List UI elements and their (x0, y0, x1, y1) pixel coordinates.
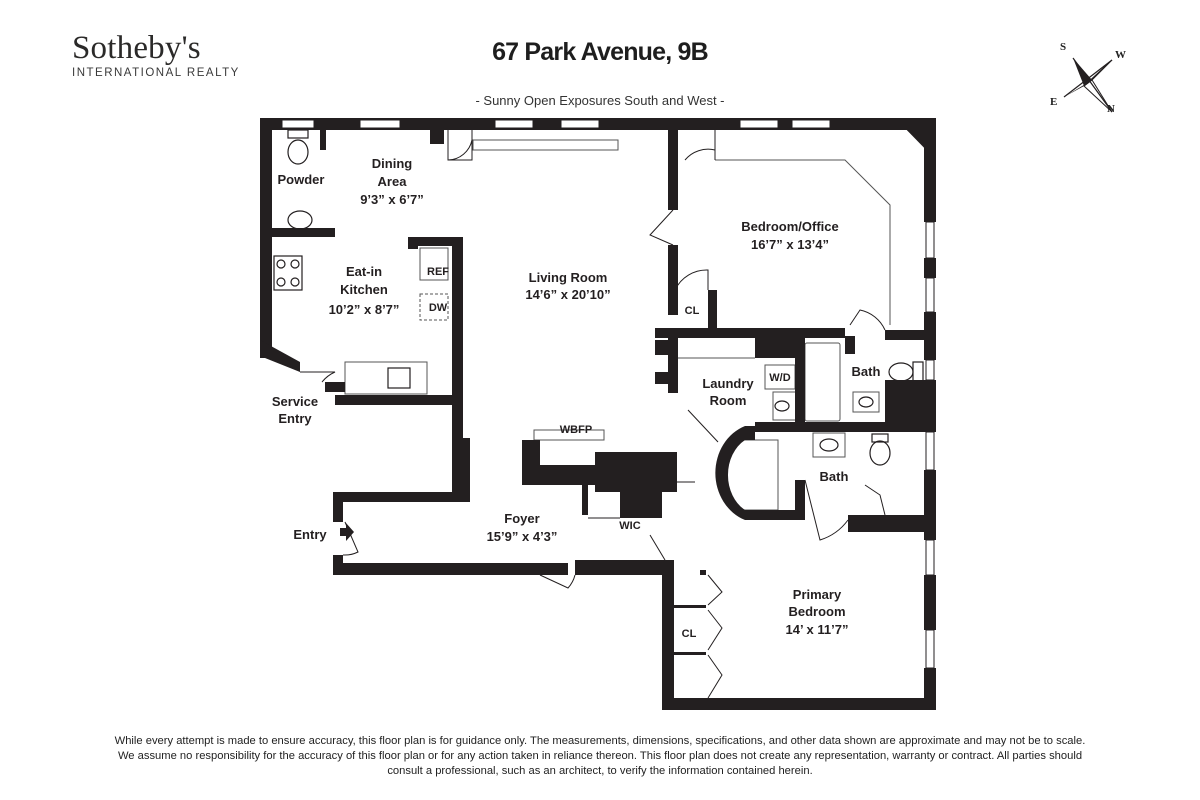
closet-label-1: CL (685, 305, 700, 317)
ref-label: REF (427, 266, 449, 278)
bedroom-office-dimensions: 16’7” x 13’4” (751, 237, 829, 252)
primary-bedroom-label-1: Primary (793, 587, 842, 602)
compass-e-label: E (1050, 96, 1057, 108)
living-room-dimensions: 14’6” x 20’10” (525, 287, 610, 302)
kitchen-dimensions: 10’2” x 8’7” (329, 302, 400, 317)
doors (300, 130, 886, 699)
windows (281, 119, 935, 669)
fireplace-label: WBFP (560, 424, 592, 436)
bedroom-office-label: Bedroom/Office (741, 219, 839, 234)
disclaimer-line-1: While every attempt is made to ensure ac… (114, 735, 1086, 747)
service-entry-label-1: Service (272, 394, 318, 409)
bath-label-2: Bath (820, 469, 849, 484)
entry-arrow-icon (340, 523, 354, 541)
brand-name: Sotheby's (72, 30, 201, 66)
washer-dryer-label: W/D (769, 372, 790, 384)
walk-in-closet-label: WIC (619, 520, 640, 532)
laundry-label-1: Laundry (702, 376, 754, 391)
listing-title: 67 Park Avenue, 9B (492, 38, 709, 66)
disclaimer-line-2: We assume no responsibility for the accu… (117, 750, 1083, 762)
living-room-label: Living Room (529, 270, 608, 285)
brand-tagline: INTERNATIONAL REALTY (72, 67, 240, 79)
brand-logo: Sotheby's INTERNATIONAL REALTY (72, 30, 240, 79)
primary-bedroom-dimensions: 14’ x 11’7” (786, 622, 849, 637)
dining-dimensions: 9’3” x 6’7” (360, 192, 424, 207)
entry-label: Entry (293, 527, 327, 542)
dining-label-2: Area (378, 174, 408, 189)
disclaimer-line-3: consult a professional, such as an archi… (387, 765, 813, 777)
laundry-label-2: Room (710, 393, 747, 408)
service-entry-label-2: Entry (278, 411, 312, 426)
bath-label-1: Bath (852, 364, 881, 379)
compass-w-label: W (1115, 49, 1126, 61)
dining-label-1: Dining (372, 156, 412, 171)
listing-subtitle: - Sunny Open Exposures South and West - (475, 93, 725, 108)
foyer-label: Foyer (504, 511, 539, 526)
foyer-dimensions: 15’9” x 4’3” (487, 529, 558, 544)
primary-bedroom-label-2: Bedroom (788, 604, 845, 619)
kitchen-label-1: Eat-in (346, 264, 382, 279)
walls (260, 118, 936, 710)
dw-label: DW (429, 302, 448, 314)
compass-rose-icon: S W E N (1050, 41, 1126, 115)
powder-label: Powder (278, 172, 325, 187)
disclaimer: While every attempt is made to ensure ac… (90, 734, 1110, 779)
compass-s-label: S (1060, 41, 1066, 53)
closet-label-2: CL (682, 628, 697, 640)
compass-n-label: N (1107, 103, 1115, 115)
kitchen-label-2: Kitchen (340, 282, 388, 297)
room-labels: Powder Dining Area 9’3” x 6’7” Eat-in Ki… (272, 156, 881, 640)
